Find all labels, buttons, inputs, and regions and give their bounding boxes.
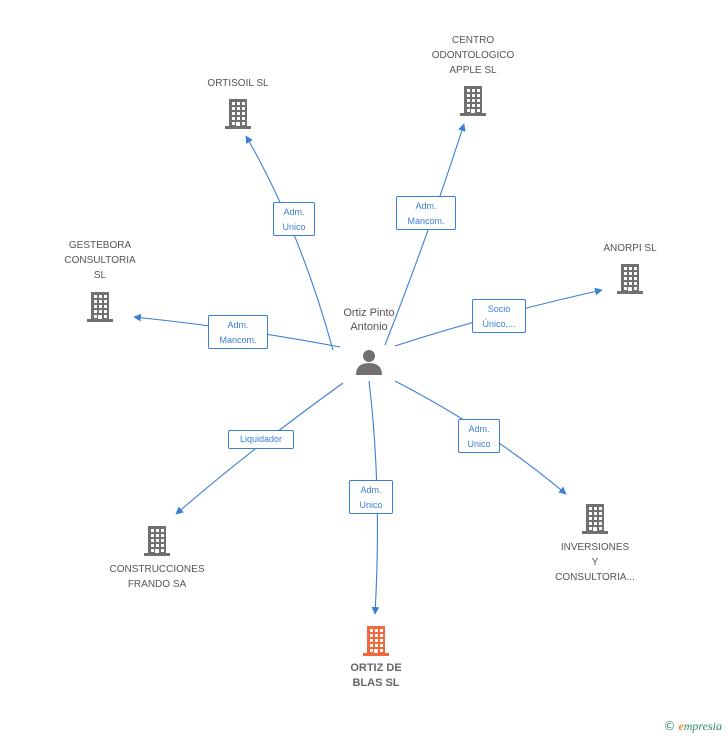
company-name-line: CONSULTORIA <box>64 255 136 266</box>
company-name-line: CENTRO <box>451 35 495 46</box>
relation-label-ortisoil[interactable]: Adm. Unico <box>273 202 315 236</box>
relation-label-line: Adm. <box>283 207 305 217</box>
relation-label-line: Unico <box>359 500 383 510</box>
building-icon-ortiz[interactable] <box>363 626 389 656</box>
relation-label-centro[interactable]: Adm. Mancom. <box>396 196 456 230</box>
relation-label-line: Adm. <box>360 485 382 495</box>
company-name-ortiz[interactable]: ORTIZ DE BLAS SL <box>311 661 441 691</box>
company-name-line: ODONTOLOGICO <box>431 50 515 61</box>
relation-label-line: Liquidador <box>239 434 283 444</box>
company-name-line: CONSTRUCCIONES <box>109 564 205 575</box>
relation-label-line: Adm. <box>415 201 437 211</box>
building-icon-anorpi[interactable] <box>617 264 643 294</box>
relation-label-line: Mancom. <box>219 335 257 345</box>
company-name-line: INVERSIONES <box>560 542 630 553</box>
relation-label-inversiones[interactable]: Adm. Unico <box>458 419 500 453</box>
edge-ortisoil <box>245 135 334 351</box>
relation-label-line: Socio <box>487 304 511 314</box>
company-name-line: FRANDO SA <box>127 579 187 590</box>
building-icon-construcciones[interactable] <box>144 526 170 556</box>
edge-centro <box>384 123 466 346</box>
relation-label-construcciones[interactable]: Liquidador <box>228 430 294 449</box>
building-icon-inversiones[interactable] <box>582 504 608 534</box>
relation-label-line: Mancom. <box>407 216 445 226</box>
brand-name: mpresia <box>683 719 722 733</box>
relation-label-ortiz[interactable]: Adm. Unico <box>349 480 393 514</box>
relation-label-gestebora[interactable]: Adm. Mancom. <box>208 315 268 349</box>
person-icon[interactable] <box>356 350 382 375</box>
relation-label-line: Único,... <box>482 319 516 329</box>
company-name-construcciones[interactable]: CONSTRUCCIONES FRANDO SA <box>92 562 222 592</box>
empresia-footer: © empresia <box>663 719 722 734</box>
company-name-line: ANORPI SL <box>603 243 657 254</box>
company-name-gestebora[interactable]: GESTEBORA CONSULTORIA SL <box>35 238 165 283</box>
company-name-line: SL <box>93 270 107 281</box>
company-name-line: ORTIZ DE <box>350 662 402 674</box>
edge-construcciones <box>175 382 344 515</box>
relation-label-line: Adm. <box>468 424 490 434</box>
company-name-line: BLAS SL <box>352 677 400 689</box>
relation-label-line: Unico <box>282 222 306 232</box>
company-name-line: CONSULTORIA... <box>555 572 635 583</box>
person-name-line: Antonio <box>350 321 388 333</box>
company-name-centro[interactable]: CENTRO ODONTOLOGICO APPLE SL <box>408 33 538 78</box>
company-name-line: GESTEBORA <box>68 240 132 251</box>
relation-label-line: Unico <box>467 439 491 449</box>
brand-initial: e <box>678 719 684 733</box>
company-name-line: Y <box>591 557 599 568</box>
copyright-symbol: © <box>663 719 676 733</box>
person-name-line: Ortiz Pinto <box>343 307 395 319</box>
building-icon-gestebora[interactable] <box>87 292 113 322</box>
company-name-inversiones[interactable]: INVERSIONES Y CONSULTORIA... <box>530 540 660 585</box>
company-name-ortisoil[interactable]: ORTISOIL SL <box>173 76 303 91</box>
relation-label-line: Adm. <box>227 320 249 330</box>
building-icon-ortisoil[interactable] <box>225 99 251 129</box>
building-icon-centro[interactable] <box>460 86 486 116</box>
company-name-line: APPLE SL <box>449 65 497 76</box>
company-name-line: ORTISOIL SL <box>207 78 269 89</box>
company-name-anorpi[interactable]: ANORPI SL <box>565 241 695 256</box>
